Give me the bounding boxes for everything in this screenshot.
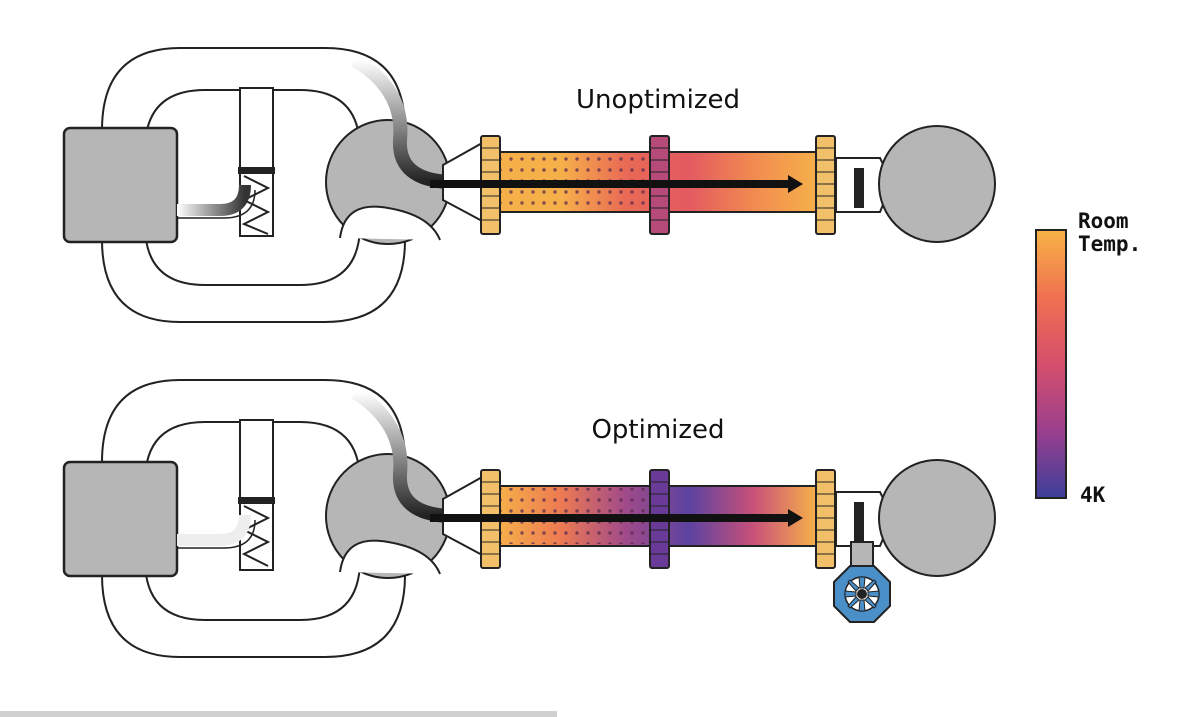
transfer-tube (177, 184, 251, 216)
legend-top-label-line2: Temp. (1078, 232, 1141, 256)
valve-wheel-icon[interactable] (833, 565, 891, 623)
compressor-box (62, 460, 179, 578)
flange-right (815, 469, 836, 569)
legend-top-label-line1: Room (1078, 209, 1129, 233)
column-bar (238, 497, 275, 504)
column (239, 419, 274, 571)
column-bar (238, 167, 275, 174)
flange-right (815, 135, 836, 235)
bottom-bar (0, 711, 557, 717)
spring (241, 175, 271, 235)
compressor-box (62, 126, 179, 244)
panel-unoptimized: Unoptimized (62, 47, 996, 323)
spring (241, 505, 271, 567)
legend-colorbar (1035, 229, 1067, 499)
temperature-legend: Room Temp. 4K (1035, 209, 1141, 507)
sphere (878, 125, 996, 243)
panel-title: Optimized (591, 415, 724, 445)
sphere (878, 459, 996, 577)
panel-title: Unoptimized (576, 85, 740, 115)
panel-optimized: Optimized (62, 379, 996, 658)
legend-bottom-label: 4K (1080, 483, 1106, 507)
column (239, 87, 274, 237)
